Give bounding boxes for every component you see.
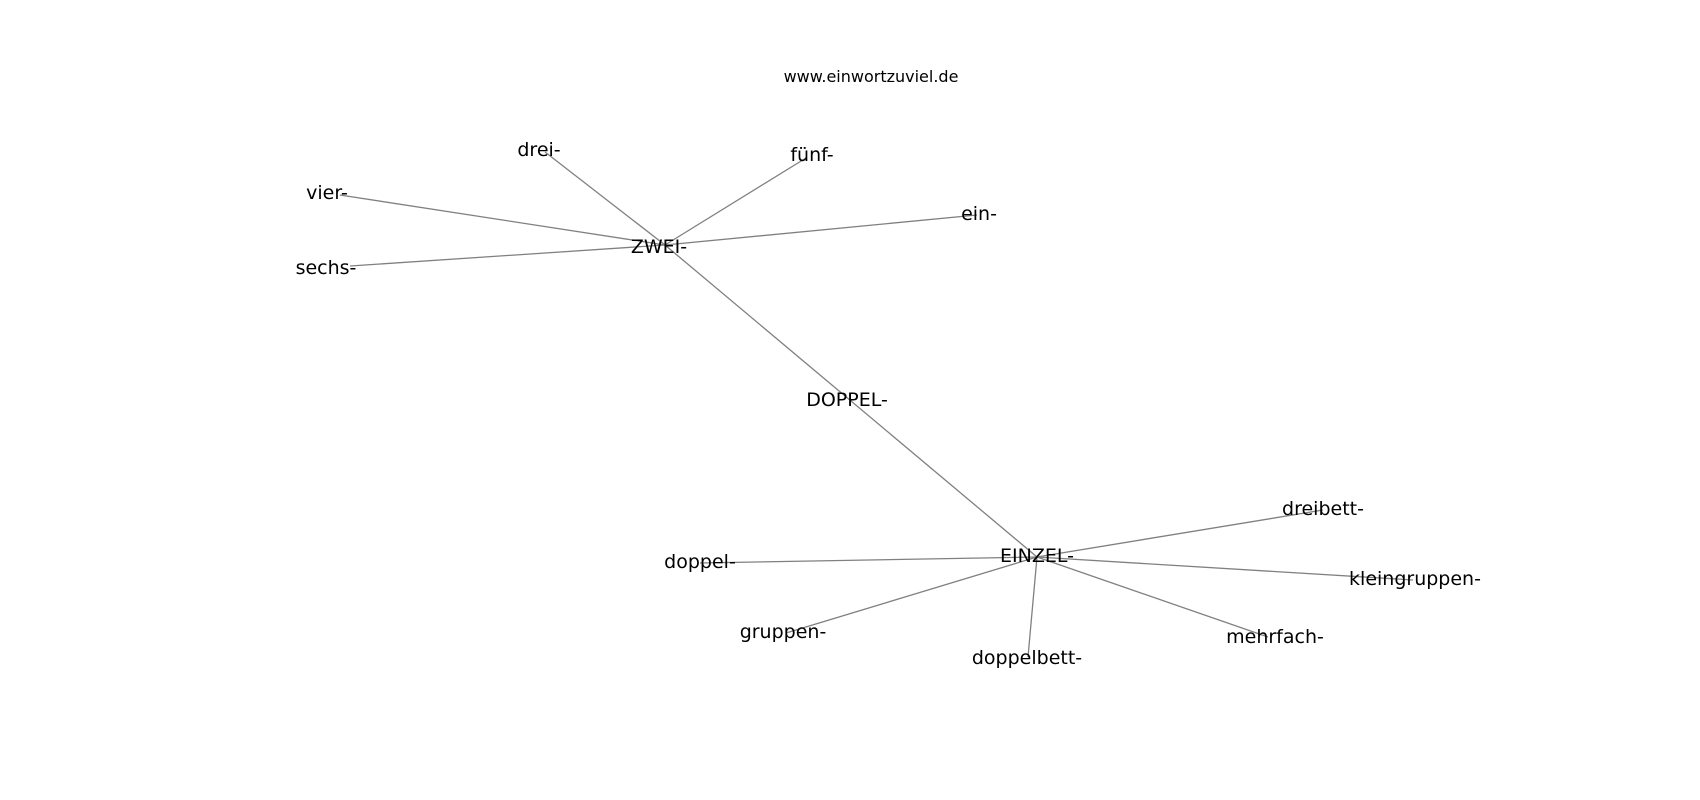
site-watermark: www.einwortzuviel.de [784,67,959,86]
graph-edges [339,151,1414,658]
node-gruppen: gruppen- [740,621,827,643]
edge-zwei-sechs [349,244,666,267]
node-vier: vier- [306,182,348,204]
edge-einzel-gruppen [785,556,1038,634]
node-ein: ein- [961,203,997,225]
edge-einzel-doppel [699,556,1038,564]
node-sechs: sechs- [296,257,357,279]
edge-einzel-dreibett [1036,509,1324,558]
edge-zwei-fuenf [664,157,807,246]
node-einzel: EINZEL- [1000,545,1074,567]
node-zwei: ZWEI- [631,236,687,258]
node-fuenf: fünf- [790,144,833,166]
node-kleingruppen: kleingruppen- [1349,568,1481,590]
edge-zwei-einzel [664,244,1038,558]
edge-zwei-drei [544,151,666,246]
edge-einzel-kleingruppen [1036,556,1414,581]
node-doppel-hub: DOPPEL- [806,389,888,411]
node-doppel: doppel- [664,551,736,573]
edge-zwei-ein [664,214,978,246]
node-drei: drei- [517,139,560,161]
edge-einzel-mehrfach [1036,556,1269,638]
edge-einzel-doppelbett [1027,556,1038,658]
node-dreibett: dreibett- [1282,498,1364,520]
edge-zwei-vier [339,194,666,246]
graph-node-labels: ZWEI- DOPPEL- EINZEL- drei- fünf- vier- … [296,139,1481,669]
node-mehrfach: mehrfach- [1226,626,1324,648]
node-doppelbett: doppelbett- [972,647,1082,669]
